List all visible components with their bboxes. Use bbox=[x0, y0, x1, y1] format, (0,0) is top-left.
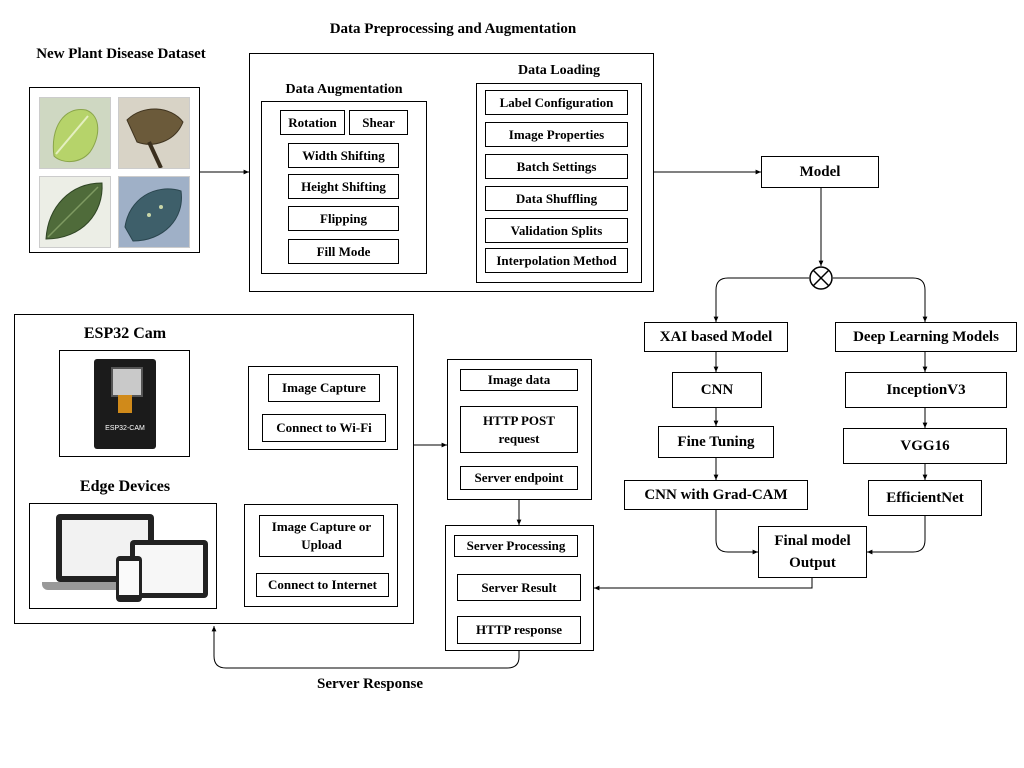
edge-image-capture: Image Capture or Upload bbox=[259, 515, 384, 557]
loading-data-shuffling: Data Shuffling bbox=[485, 186, 628, 211]
xai-fine-tuning-node: Fine Tuning bbox=[658, 426, 774, 458]
edge-title: Edge Devices bbox=[79, 478, 171, 495]
esp32-title: ESP32 Cam bbox=[83, 325, 167, 342]
augmentation-height-shifting: Height Shifting bbox=[288, 174, 399, 199]
server-http-response: HTTP response bbox=[457, 616, 581, 644]
augmentation-title: Data Augmentation bbox=[285, 82, 403, 97]
augmentation-shear: Shear bbox=[349, 110, 408, 135]
xai-title-node: XAI based Model bbox=[644, 322, 788, 352]
xai-cnn-node: CNN bbox=[672, 372, 762, 408]
esp32-image-frame: ESP32-CAM bbox=[59, 350, 190, 457]
arrow-efficientnet-to-final bbox=[867, 516, 926, 555]
augmentation-flipping: Flipping bbox=[288, 206, 399, 231]
server-processing: Server Processing bbox=[454, 535, 578, 557]
arrow-combiner-to-dl bbox=[833, 277, 928, 322]
arrow-gradcam-to-final bbox=[715, 510, 758, 555]
preprocessing-title: Data Preprocessing and Augmentation bbox=[329, 21, 577, 37]
request-server-endpoint: Server endpoint bbox=[460, 466, 578, 490]
loading-title: Data Loading bbox=[517, 63, 601, 78]
combiner-icon bbox=[809, 266, 833, 290]
loading-interpolation-method: Interpolation Method bbox=[485, 248, 628, 273]
augmentation-width-shifting: Width Shifting bbox=[288, 143, 399, 168]
dl-efficientnet-node: EfficientNet bbox=[868, 480, 982, 516]
request-http-post: HTTP POST request bbox=[460, 406, 578, 453]
edge-image-frame bbox=[29, 503, 217, 609]
server-result: Server Result bbox=[457, 574, 581, 601]
dataset-title: New Plant Disease Dataset bbox=[36, 46, 206, 62]
loading-label-configuration: Label Configuration bbox=[485, 90, 628, 115]
esp32-board-icon: ESP32-CAM bbox=[94, 359, 156, 449]
xai-gradcam-node: CNN with Grad-CAM bbox=[624, 480, 808, 510]
server-response-label: Server Response bbox=[317, 676, 423, 692]
tablet-icon bbox=[130, 540, 208, 598]
esp32-image-capture: Image Capture bbox=[268, 374, 380, 402]
model-node: Model bbox=[761, 156, 879, 188]
esp32-connect-wifi: Connect to Wi-Fi bbox=[262, 414, 386, 442]
dl-vgg16-node: VGG16 bbox=[843, 428, 1007, 464]
arrow-final-to-server bbox=[594, 578, 813, 591]
final-output-node: Final model Output bbox=[758, 526, 867, 578]
leaf-image-1 bbox=[39, 97, 111, 169]
dl-inceptionv3-node: InceptionV3 bbox=[845, 372, 1007, 408]
dl-title-node: Deep Learning Models bbox=[835, 322, 1017, 352]
edge-connect-internet: Connect to Internet bbox=[256, 573, 389, 597]
request-image-data: Image data bbox=[460, 369, 578, 391]
loading-image-properties: Image Properties bbox=[485, 122, 628, 147]
leaf-image-2 bbox=[118, 97, 190, 169]
dataset-panel bbox=[29, 87, 200, 253]
loading-batch-settings: Batch Settings bbox=[485, 154, 628, 179]
leaf-image-3 bbox=[39, 176, 111, 248]
augmentation-rotation: Rotation bbox=[280, 110, 345, 135]
phone-icon bbox=[116, 556, 142, 602]
arrow-server-response bbox=[211, 626, 520, 669]
arrow-combiner-to-xai bbox=[713, 277, 809, 322]
leaf-image-4 bbox=[118, 176, 190, 248]
loading-validation-splits: Validation Splits bbox=[485, 218, 628, 243]
augmentation-fill-mode: Fill Mode bbox=[288, 239, 399, 264]
esp32-board-label: ESP32-CAM bbox=[105, 425, 145, 432]
